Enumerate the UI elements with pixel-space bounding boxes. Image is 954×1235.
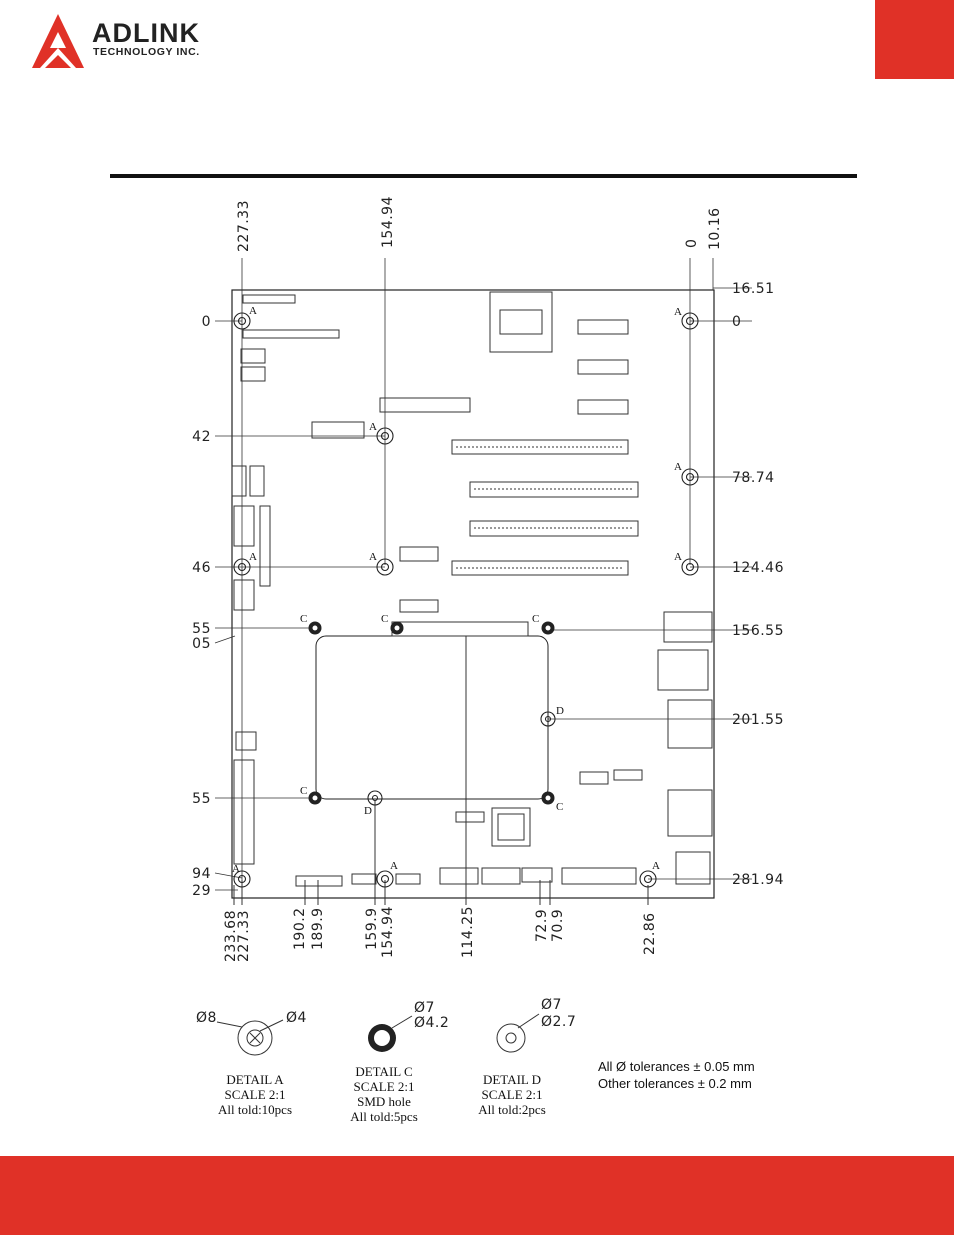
dim-bottom: 154.94 [380, 906, 396, 958]
detail-d-title: DETAIL D [483, 1072, 541, 1087]
marker-c: C [381, 613, 388, 625]
dim-left: 0 [202, 314, 211, 330]
dim-top: 227.33 [236, 200, 252, 252]
dim-bottom: 22.86 [642, 912, 658, 955]
dim-right: 124.46 [732, 560, 784, 576]
detail-a-outer: Ø8 [196, 1010, 217, 1026]
detail-d [496, 1013, 540, 1053]
tolerance-line-2: Other tolerances ± 0.2 mm [598, 1076, 752, 1091]
marker-a: A [249, 305, 257, 317]
dim-bottom: 159.9 [364, 907, 380, 950]
detail-c [368, 1015, 413, 1052]
dim-right: 78.74 [732, 470, 775, 486]
dim-bottom: 189.9 [310, 907, 326, 950]
board-drawing: A A A A A A A A A A C C C C C D D 227.33… [192, 196, 784, 1124]
detail-d-scale: SCALE 2:1 [481, 1087, 542, 1102]
detail-a-inner: Ø4 [286, 1010, 307, 1026]
detail-d-count: All told:2pcs [478, 1102, 546, 1117]
marker-a: A [369, 421, 377, 433]
marker-a: A [674, 461, 682, 473]
detail-c-outer: Ø7 [414, 1000, 435, 1016]
dim-right: 156.55 [732, 623, 784, 639]
dim-bottom: 233.68 [223, 910, 239, 962]
dim-bottom: 114.25 [460, 906, 476, 958]
dim-bottom: 72.9 [534, 909, 550, 942]
marker-a: A [652, 860, 660, 872]
dim-top: 10.16 [707, 207, 723, 250]
detail-c-title: DETAIL C [355, 1064, 412, 1079]
detail-c-note: SMD hole [357, 1094, 411, 1109]
marker-d: D [364, 805, 372, 817]
brand-name: ADLINK [92, 18, 200, 48]
dim-left: 94 [192, 866, 211, 882]
dim-bottom: 70.9 [550, 909, 566, 942]
dim-right: 201.55 [732, 712, 784, 728]
marker-a: A [674, 306, 682, 318]
dim-right: 281.94 [732, 872, 784, 888]
brand-subtitle: TECHNOLOGY INC. [93, 46, 200, 58]
dim-left: 05 [192, 636, 211, 652]
adlink-logo [32, 14, 84, 68]
board-outline [231, 289, 715, 899]
marker-c: C [300, 613, 307, 625]
dim-bottom: 190.2 [292, 907, 308, 950]
page-tab [875, 0, 954, 79]
detail-a [216, 1019, 284, 1056]
dim-right: 16.51 [732, 281, 775, 297]
dim-left: 55 [192, 621, 211, 637]
marker-d: D [556, 705, 564, 717]
marker-a: A [232, 863, 240, 875]
marker-a: A [249, 551, 257, 563]
dim-left: 42 [192, 429, 211, 445]
dim-top: 154.94 [380, 196, 396, 248]
detail-d-inner: Ø2.7 [541, 1014, 576, 1030]
marker-c: C [300, 785, 307, 797]
marker-a: A [369, 551, 377, 563]
detail-a-scale: SCALE 2:1 [224, 1087, 285, 1102]
dim-right: 0 [732, 314, 741, 330]
marker-c: C [532, 613, 539, 625]
dim-top: 0 [684, 239, 700, 248]
dim-left: 46 [192, 560, 211, 576]
detail-d-outer: Ø7 [541, 997, 562, 1013]
detail-c-count: All told:5pcs [350, 1109, 418, 1124]
dim-left: 29 [192, 883, 211, 899]
detail-c-inner: Ø4.2 [414, 1015, 449, 1031]
marker-a: A [390, 860, 398, 872]
detail-a-title: DETAIL A [226, 1072, 284, 1087]
detail-c-scale: SCALE 2:1 [353, 1079, 414, 1094]
header-rule [110, 174, 857, 178]
footer-bar [0, 1156, 954, 1235]
dim-bottom: 227.33 [236, 910, 252, 962]
marker-c: C [556, 801, 563, 813]
marker-a: A [674, 551, 682, 563]
dim-left: 55 [192, 791, 211, 807]
tolerance-line-1: All Ø tolerances ± 0.05 mm [598, 1059, 755, 1074]
detail-a-count: All told:10pcs [218, 1102, 292, 1117]
